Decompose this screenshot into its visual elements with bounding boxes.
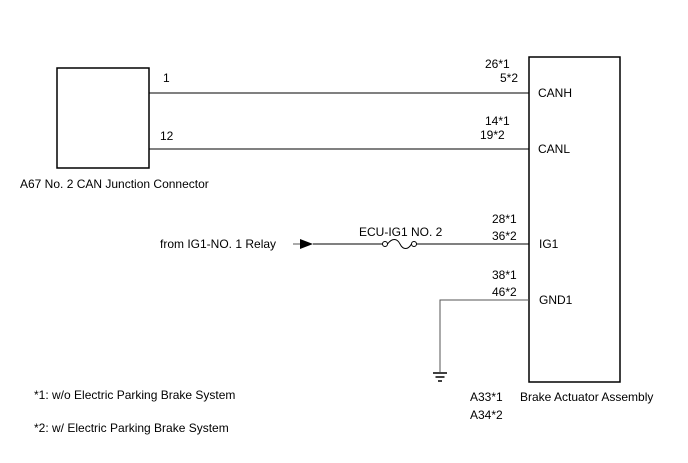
footnote-2: *2: w/ Electric Parking Brake System xyxy=(34,421,229,435)
canh-pin-1: 26*1 xyxy=(485,57,510,71)
ig1-pin-1: 28*1 xyxy=(492,212,517,226)
gnd1-wire xyxy=(439,299,529,372)
actuator-code-2: A34*2 xyxy=(470,408,503,422)
footnote-1: *1: w/o Electric Parking Brake System xyxy=(34,388,235,402)
fuse-terminal-left xyxy=(382,241,388,247)
ig1-terminal: IG1 xyxy=(539,237,559,251)
brake-actuator-box xyxy=(528,56,621,383)
gnd1-pin-1: 38*1 xyxy=(492,268,517,282)
actuator-label: Brake Actuator Assembly xyxy=(520,390,653,404)
canl-pin-2: 19*2 xyxy=(480,128,505,142)
connector-pin-canh: 1 xyxy=(163,71,170,85)
canh-pin-2: 5*2 xyxy=(500,71,518,85)
canh-terminal: CANH xyxy=(538,86,572,100)
canl-pin-1: 14*1 xyxy=(485,114,510,128)
connector-label: A67 No. 2 CAN Junction Connector xyxy=(20,177,209,191)
gnd1-pin-2: 46*2 xyxy=(492,285,517,299)
fuse-icon xyxy=(387,239,412,249)
gnd1-terminal: GND1 xyxy=(539,293,573,307)
actuator-code-1: A33*1 xyxy=(470,390,503,404)
canl-terminal: CANL xyxy=(538,142,570,156)
fuse-terminal-right xyxy=(411,241,417,247)
power-source-arrow-icon xyxy=(300,239,313,249)
ig1-pin-2: 36*2 xyxy=(492,229,517,243)
connector-pin-canl: 12 xyxy=(160,129,174,143)
can-junction-connector-box xyxy=(56,67,150,169)
ground-icon xyxy=(433,372,447,382)
fuse-label: ECU-IG1 NO. 2 xyxy=(359,225,443,239)
power-source-label: from IG1-NO. 1 Relay xyxy=(160,237,276,251)
